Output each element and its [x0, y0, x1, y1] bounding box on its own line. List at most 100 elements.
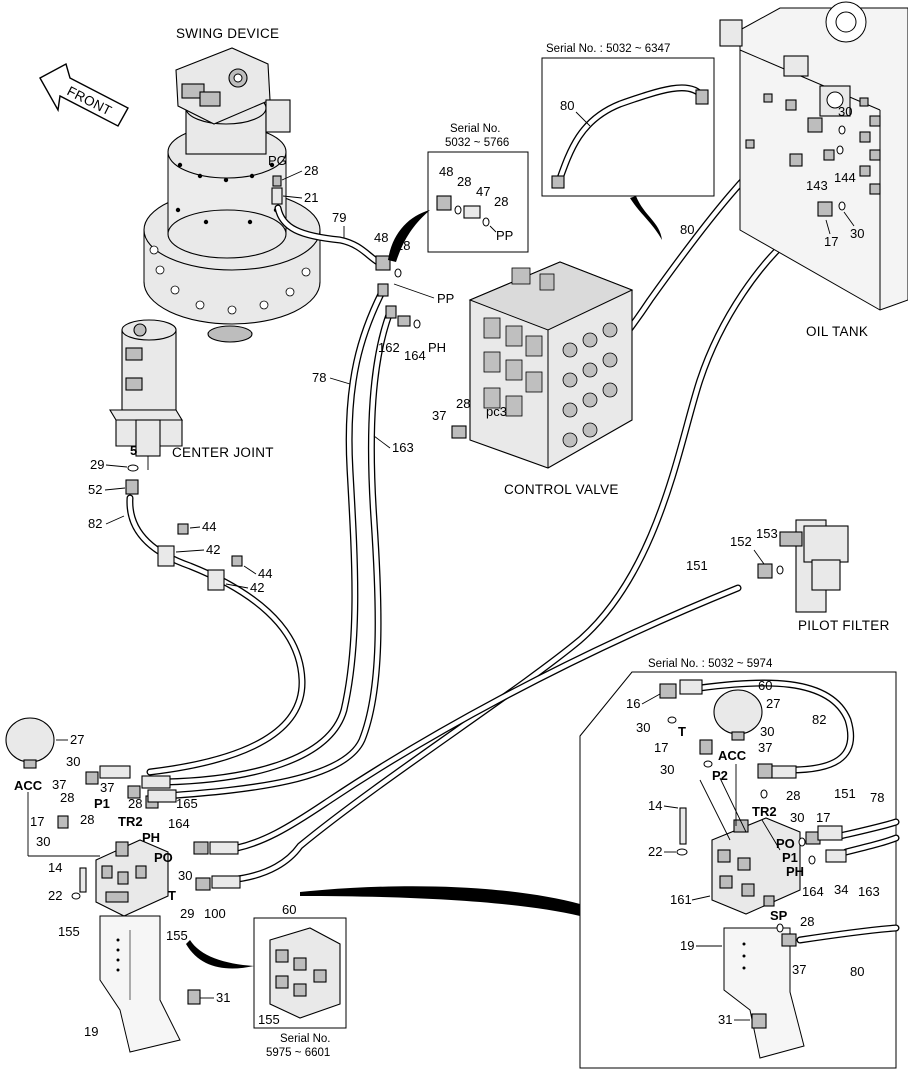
part-155-a: 155 [58, 924, 80, 939]
serial-box-6347: Serial No. : 5032 ~ 6347 80 [541, 43, 715, 197]
part-30-inset-d: 30 [790, 810, 804, 825]
port-ph-label-top: PH [428, 340, 446, 355]
part-42-a: 42 [206, 542, 220, 557]
serial-box-5766: Serial No. 5032 ~ 5766 48 28 47 28 PP [427, 123, 529, 253]
port-po-left: PO [154, 850, 173, 865]
part-47-box: 47 [476, 184, 490, 199]
part-82-inset: 82 [812, 712, 826, 727]
part-164-inset: 164 [802, 884, 824, 899]
part-155-b: 155 [166, 928, 188, 943]
part-42-b: 42 [250, 580, 264, 595]
part-29-center: 29 [90, 457, 104, 472]
part-80-main: 80 [680, 222, 694, 237]
serial-box-6601: 155 Serial No. 5975 ~ 6601 [253, 917, 347, 1059]
serial-6601-line2: 5975 ~ 6601 [266, 1047, 330, 1059]
part-28-box-a: 28 [457, 174, 471, 189]
part-164-top: 164 [404, 348, 426, 363]
part-27-left: 27 [70, 732, 84, 747]
part-37-left-b: 37 [100, 780, 114, 795]
part-37-inset-b: 37 [792, 962, 806, 977]
part-37-cv: 37 [432, 408, 446, 423]
port-acc-inset: ACC [718, 748, 747, 763]
part-153: 153 [756, 526, 778, 541]
part-16: 16 [626, 696, 640, 711]
port-t-inset: T [678, 724, 686, 739]
part-30-left-b: 30 [36, 834, 50, 849]
part-27-inset: 27 [766, 696, 780, 711]
port-ph-inset: PH [786, 864, 804, 879]
part-30-left-a: 30 [66, 754, 80, 769]
part-30-left-c: 30 [178, 868, 192, 883]
pilot-filter-title: PILOT FILTER [798, 618, 890, 633]
part-163-top: 163 [392, 440, 414, 455]
part-30-tank-a: 30 [838, 104, 852, 119]
port-ph-left: PH [142, 830, 160, 845]
center-joint-drawing [109, 319, 183, 470]
part-19-left: 19 [84, 1024, 98, 1039]
serial-5766-line2: 5032 ~ 5766 [445, 137, 509, 149]
part-144: 144 [834, 170, 856, 185]
part-28-cv: 28 [456, 396, 470, 411]
port-acc-left: ACC [14, 778, 43, 793]
part-17-inset-b: 17 [816, 810, 830, 825]
part-14-left: 14 [48, 860, 62, 875]
part-5: 5 [130, 443, 137, 458]
manifold-left-drawing [5, 717, 241, 1053]
part-151-inset: 151 [834, 786, 856, 801]
port-pc3-label: pc3 [486, 404, 507, 419]
serial-6347-label: Serial No. : 5032 ~ 6347 [546, 43, 670, 55]
pilot-filter-drawing [757, 519, 849, 613]
port-tr2-inset: TR2 [752, 804, 777, 819]
part-60-inset: 60 [758, 678, 772, 693]
part-155-box: 155 [258, 1012, 280, 1027]
part-44-b: 44 [258, 566, 272, 581]
part-100: 100 [204, 906, 226, 921]
serial-box-5974: Serial No. : 5032 ~ 5974 [579, 658, 900, 1069]
part-78-inset: 78 [870, 790, 884, 805]
part-37-inset-a: 37 [758, 740, 772, 755]
part-17-left: 17 [30, 814, 44, 829]
part-152: 152 [730, 534, 752, 549]
center-joint-title: CENTER JOINT [172, 445, 274, 460]
part-80-inset: 80 [850, 964, 864, 979]
port-pp-label: PP [437, 291, 454, 306]
part-22-inset: 22 [648, 844, 662, 859]
part-30-tank-b: 30 [850, 226, 864, 241]
port-p1-left: P1 [94, 796, 110, 811]
swing-device-title: SWING DEVICE [176, 26, 279, 41]
part-34: 34 [834, 882, 848, 897]
serial-6601-line1: Serial No. [280, 1033, 331, 1045]
part-44-a: 44 [202, 519, 216, 534]
part-162-top: 162 [378, 340, 400, 355]
control-valve-drawing [451, 261, 634, 469]
part-165: 165 [176, 796, 198, 811]
part-79: 79 [332, 210, 346, 225]
part-17-tank: 17 [824, 234, 838, 249]
part-28-left-b: 28 [128, 796, 142, 811]
part-28-swing: 28 [304, 163, 318, 178]
part-163-inset: 163 [858, 884, 880, 899]
part-28-left-a: 28 [60, 790, 74, 805]
part-17-inset-a: 17 [654, 740, 668, 755]
port-p1-inset: P1 [782, 850, 798, 865]
port-pg-label: PG [268, 153, 287, 168]
front-arrow: FRONT [39, 62, 129, 127]
port-po-inset: PO [776, 836, 795, 851]
port-p2-inset: P2 [712, 768, 728, 783]
part-21-swing: 21 [304, 190, 318, 205]
part-48-swing: 48 [374, 230, 388, 245]
control-valve-title: CONTROL VALVE [504, 482, 619, 497]
part-161: 161 [670, 892, 692, 907]
part-82-main: 82 [88, 516, 102, 531]
part-22-left: 22 [48, 888, 62, 903]
port-t-left: T [168, 888, 176, 903]
port-sp-inset: SP [770, 908, 788, 923]
part-151-main: 151 [686, 558, 708, 573]
part-37-left-a: 37 [52, 777, 66, 792]
part-29-left: 29 [180, 906, 194, 921]
part-14-inset: 14 [648, 798, 662, 813]
part-28-left-c: 28 [80, 812, 94, 827]
part-28-box-b: 28 [494, 194, 508, 209]
swing-device-drawing [143, 47, 321, 343]
